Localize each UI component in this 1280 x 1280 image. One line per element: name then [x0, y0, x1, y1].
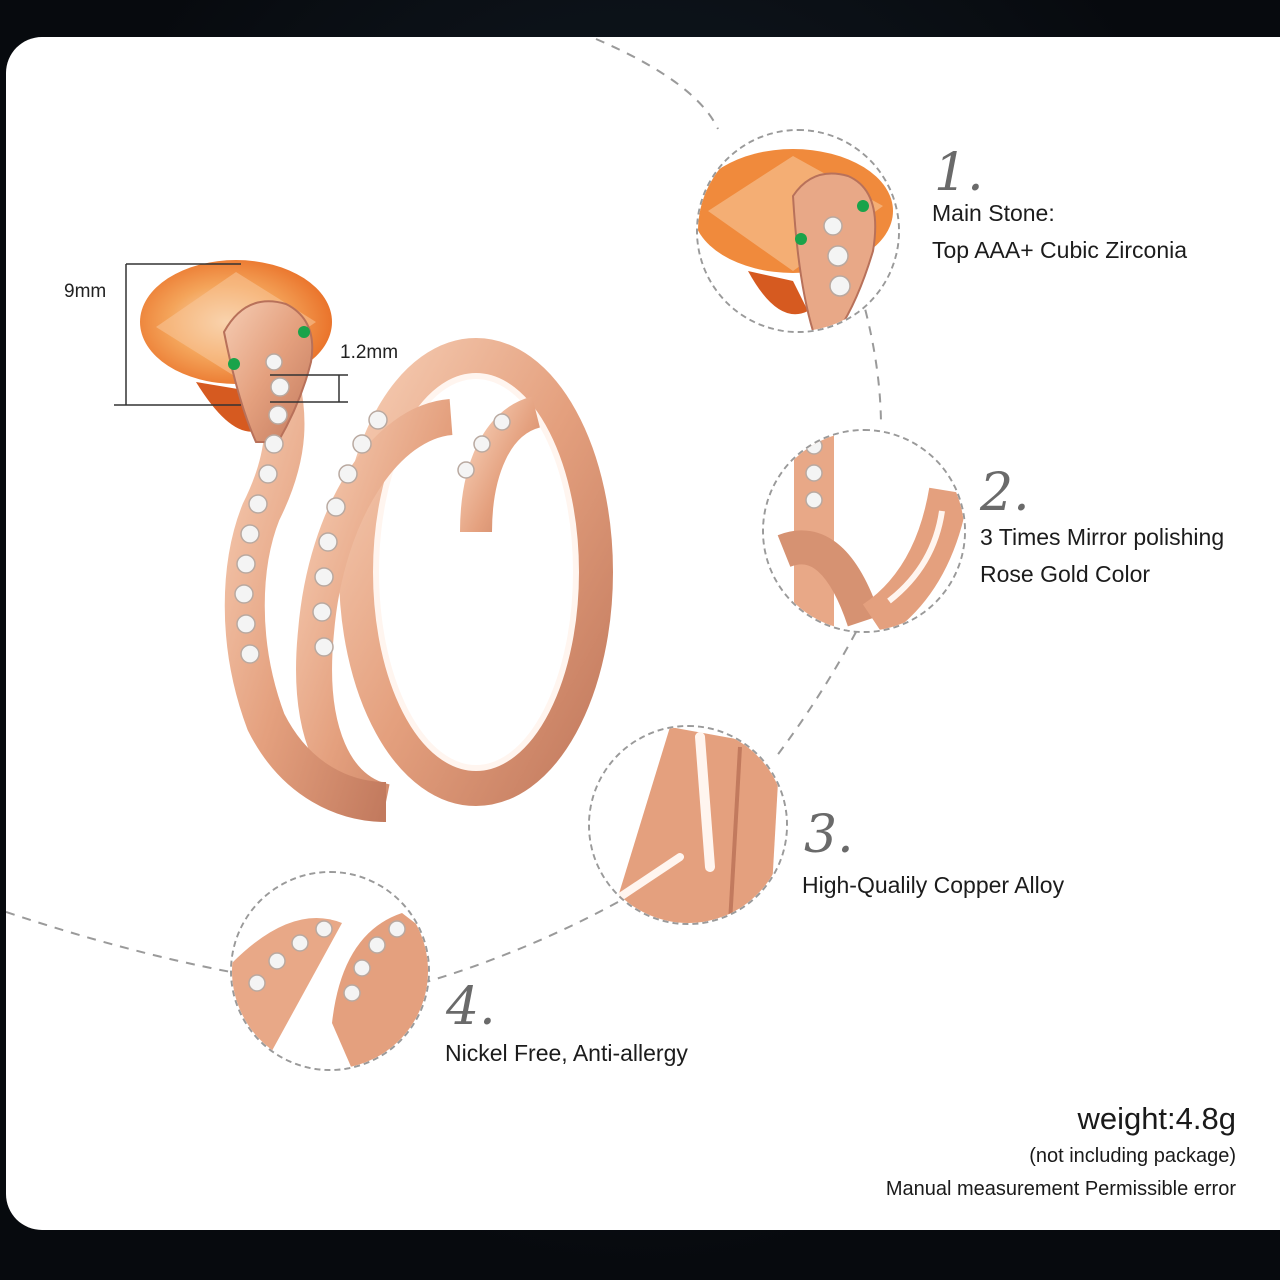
feature-1-text: Main Stone: Top AAA+ Cubic Zirconia	[932, 195, 1187, 269]
feature-3-number: 3.	[804, 805, 854, 865]
stone-closeup-icon	[698, 131, 898, 331]
feature-4-text: Nickel Free, Anti-allergy	[445, 1035, 688, 1072]
stone-height-label: 9mm	[64, 281, 107, 302]
tip-closeup-thumbnail	[230, 871, 430, 1071]
ring-illustration-icon	[114, 260, 613, 822]
connector-3-4	[425, 901, 619, 983]
band-closeup-icon	[590, 727, 786, 923]
feature-1-line-2: Top AAA+ Cubic Zirconia	[932, 237, 1188, 263]
feature-3-line-1: High-Qualily Copper Alloy	[802, 872, 1065, 898]
feature-3-text: High-Qualily Copper Alloy	[802, 867, 1064, 904]
weight-note: (not including package)	[1029, 1145, 1236, 1167]
tip-closeup-icon	[232, 873, 428, 1069]
feature-2-number: 2.	[980, 463, 1030, 523]
polish-closeup-icon	[764, 431, 964, 631]
feature-1-line-1: Main Stone:	[932, 200, 1055, 226]
weight-value: weight:4.8g	[1077, 1101, 1236, 1136]
weight-info: weight:4.8g (not including package) Manu…	[886, 1099, 1236, 1205]
connector-left	[6, 911, 232, 973]
feature-4-number: 4.	[446, 977, 496, 1037]
band-width-label: 1.2mm	[340, 342, 399, 363]
connector-top	[595, 38, 719, 130]
feature-2-text: 3 Times Mirror polishing Rose Gold Color	[980, 519, 1224, 593]
feature-2-line-1: 3 Times Mirror polishing	[980, 524, 1225, 550]
feature-2-line-2: Rose Gold Color	[980, 561, 1151, 587]
band-closeup-thumbnail	[588, 725, 788, 925]
feature-1-number: 1.	[934, 143, 984, 203]
stone-closeup-thumbnail	[696, 129, 900, 333]
feature-4-line-1: Nickel Free, Anti-allergy	[445, 1040, 688, 1066]
measurement-disclaimer: Manual measurement Permissible error	[885, 1178, 1236, 1200]
connector-2-3	[775, 631, 857, 758]
product-detail-card: 9mm 1.2mm 1. Main Stone: Top AA	[6, 37, 1280, 1230]
polish-closeup-thumbnail	[762, 429, 966, 633]
